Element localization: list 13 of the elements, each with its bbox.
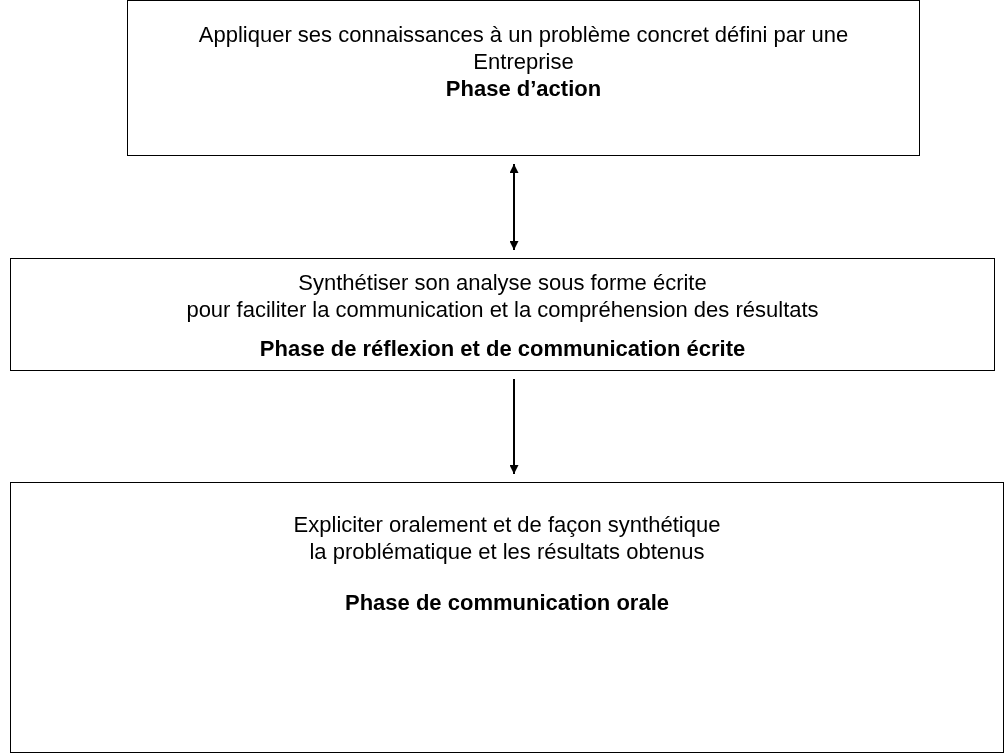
description-text: la problématique et les résultats obtenus: [309, 538, 705, 565]
description-text: pour faciliter la communication et la compréhension des résultats: [186, 296, 819, 323]
process-box: [127, 0, 920, 156]
description-text: Expliciter oralement et de façon synthétique: [293, 511, 721, 538]
arrow: [509, 163, 519, 251]
process-box: [10, 482, 1004, 753]
process-box: [10, 258, 995, 371]
phase-heading: Phase de réflexion et de communication écrite: [259, 335, 746, 362]
description-text: Appliquer ses connaissances à un problème concret défini par une Entreprise: [197, 21, 850, 75]
arrow: [509, 378, 519, 475]
description-text: Synthétiser son analyse sous forme écrite: [298, 269, 707, 296]
phase-heading: Phase de communication orale: [345, 589, 669, 616]
phase-heading: Phase d’action: [445, 75, 602, 102]
